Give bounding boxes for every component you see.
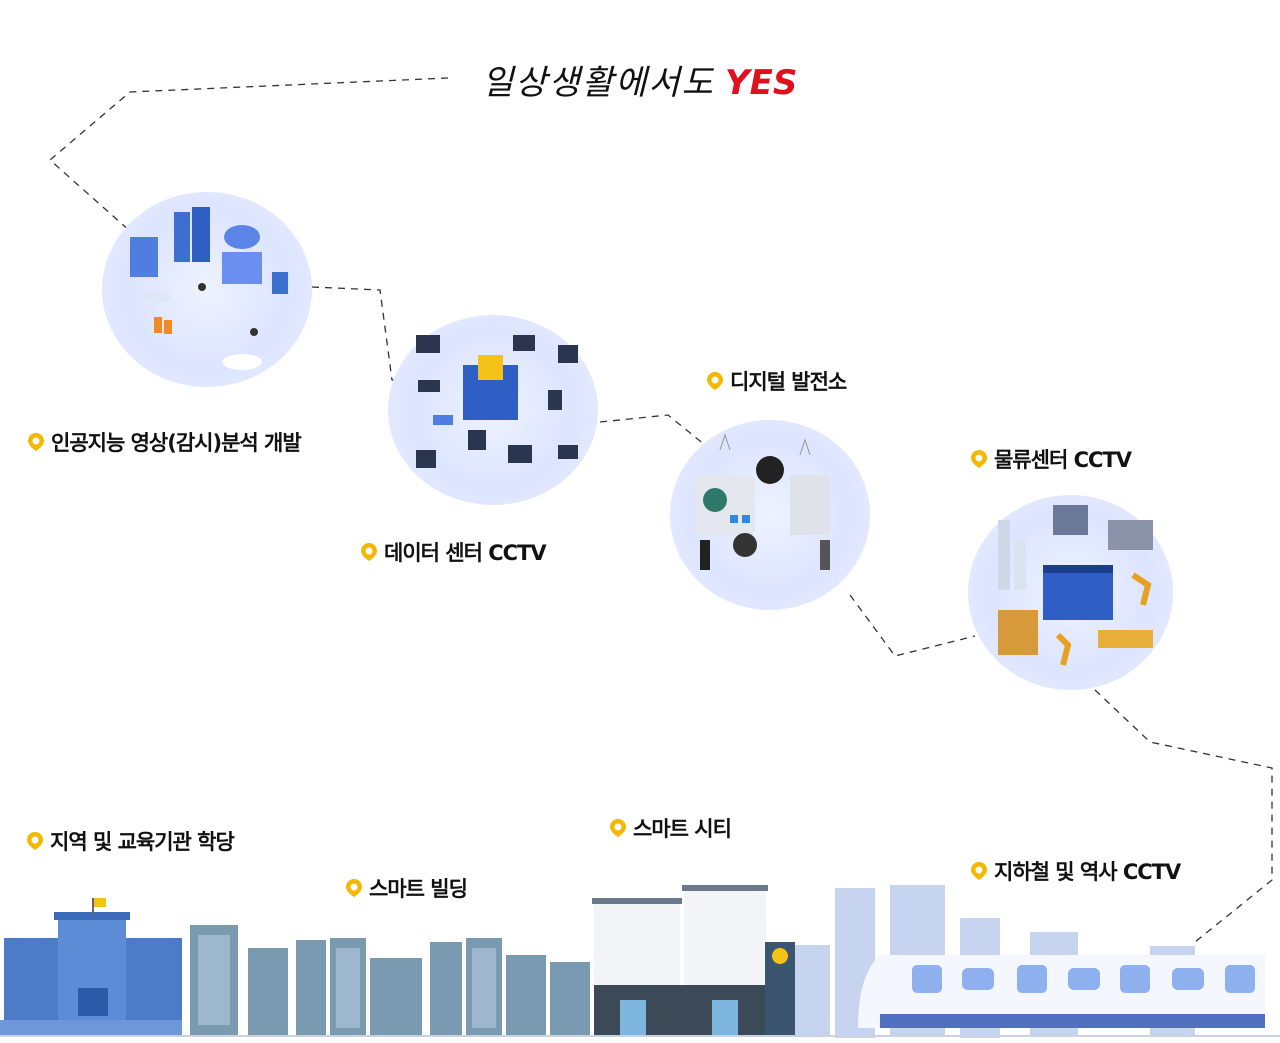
datacenter-illustration bbox=[388, 315, 598, 505]
location-pin-icon bbox=[971, 450, 987, 468]
label-text: 데이터 센터 CCTV bbox=[384, 541, 547, 565]
label-digital-plant: 디지털 발전소 bbox=[706, 366, 847, 396]
label-ai-video: 인공지능 영상(감시)분석 개발 bbox=[27, 427, 302, 457]
location-pin-icon bbox=[28, 433, 44, 451]
ai-illustration bbox=[102, 192, 312, 387]
location-pin-icon bbox=[971, 862, 987, 880]
label-text: 인공지능 영상(감시)분석 개발 bbox=[51, 431, 302, 455]
label-datacenter: 데이터 센터 CCTV bbox=[360, 537, 547, 567]
title-text: 일상생활에서도 bbox=[482, 63, 715, 103]
label-text: 지하철 및 역사 CCTV bbox=[994, 860, 1181, 884]
location-pin-icon bbox=[610, 819, 626, 837]
location-pin-icon bbox=[27, 832, 43, 850]
label-text: 지역 및 교육기관 학당 bbox=[50, 830, 235, 854]
subway-train bbox=[858, 955, 1265, 1028]
label-text: 스마트 시티 bbox=[633, 817, 732, 841]
label-education: 지역 및 교육기관 학당 bbox=[26, 826, 235, 856]
label-text: 디지털 발전소 bbox=[730, 370, 847, 394]
location-pin-icon bbox=[361, 543, 377, 561]
label-subway: 지하철 및 역사 CCTV bbox=[970, 856, 1181, 886]
label-logistics: 물류센터 CCTV bbox=[970, 444, 1132, 474]
plant-illustration bbox=[670, 420, 870, 610]
label-text: 물류센터 CCTV bbox=[994, 448, 1132, 472]
location-pin-icon bbox=[707, 372, 723, 390]
location-pin-icon bbox=[346, 879, 362, 897]
school-building bbox=[0, 898, 182, 1035]
label-smart-building: 스마트 빌딩 bbox=[345, 873, 468, 903]
title-accent: YES bbox=[724, 63, 798, 103]
label-text: 스마트 빌딩 bbox=[369, 877, 468, 901]
label-smart-city: 스마트 시티 bbox=[609, 813, 732, 843]
logistics-illustration bbox=[968, 495, 1173, 690]
smart-city-towers bbox=[592, 885, 795, 1035]
